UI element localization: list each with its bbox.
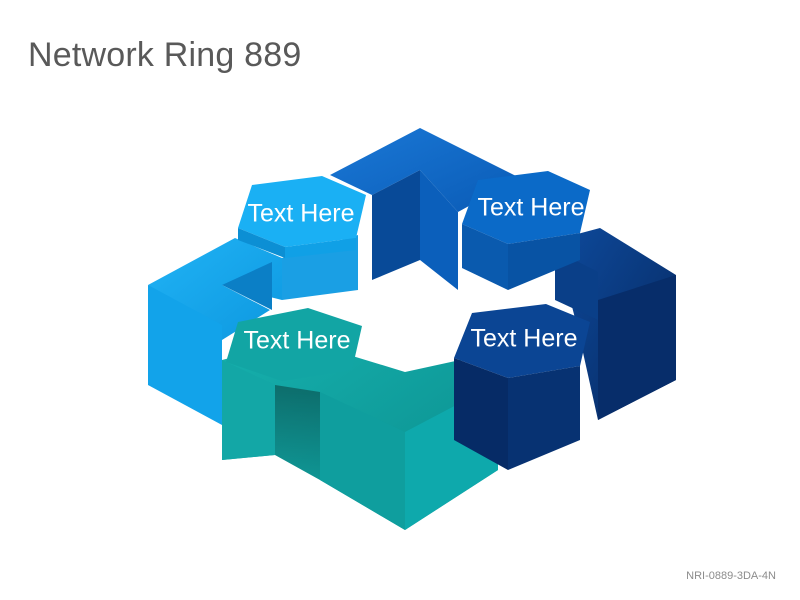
slide-code: NRI-0889-3DA-4N [686,570,776,582]
segment-top-blue [330,128,520,290]
node-label-bottom-left: Text Here [244,327,351,355]
hex-cap-bottom-left [226,308,362,381]
segment-front-teal [222,340,498,530]
node-label-top-right: Text Here [478,194,585,222]
hex-cap-top-right [462,171,590,290]
segment-left-light [148,235,358,425]
hex-cap-top-left [238,176,366,258]
hex-cap-bottom-right [454,304,590,470]
node-label-top-left: Text Here [248,200,355,228]
node-label-bottom-right: Text Here [471,325,578,353]
segment-right-navy [555,228,676,420]
slide-title: Network Ring 889 [28,36,302,74]
